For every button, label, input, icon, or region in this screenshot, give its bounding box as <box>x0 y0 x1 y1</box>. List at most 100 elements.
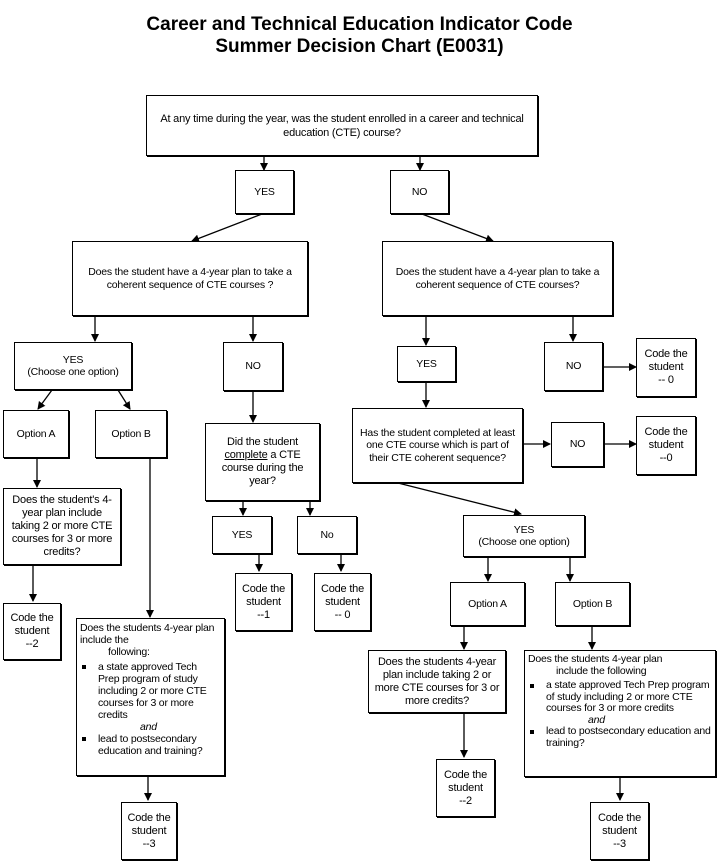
option-b-and: and <box>588 713 605 726</box>
root-question-box: At any time during the year, was the stu… <box>146 95 538 156</box>
root-yes-label: YES <box>254 185 275 198</box>
arrow-yes-to-option-b <box>117 389 131 410</box>
chart-title-line2: Summer Decision Chart (E0031) <box>215 36 504 57</box>
code-line1: Code the <box>644 426 688 438</box>
left-plan-question-text: Does the student have a 4-year plan to t… <box>88 266 292 291</box>
left-plan-yes-label: YES <box>62 353 84 366</box>
left-plan-question-box: Does the student have a 4-year plan to t… <box>72 241 308 316</box>
right-code-3-box: Code the student --3 <box>590 802 649 860</box>
left-plan-yes-box: YES (Choose one option) <box>14 342 132 390</box>
completed-question-text: Has the student completed at least one C… <box>360 426 515 464</box>
complete-yes-box: YES <box>212 516 272 554</box>
code-line2: student <box>14 625 50 637</box>
right-plan-no-code-box: Code the student -- 0 <box>636 338 696 397</box>
option-b-intro2: include the following <box>556 664 647 677</box>
complete-question-text: Did the student complete a CTE course du… <box>210 436 315 488</box>
code-line2: student <box>648 439 684 451</box>
option-b-bullet-2: lead to postsecondary education and trai… <box>528 725 712 749</box>
bullet-icon <box>82 665 86 669</box>
root-yes-box: YES <box>235 170 294 214</box>
left-option-a-label: Option A <box>16 427 56 440</box>
right-yes-choose-sublabel: (Choose one option) <box>478 536 570 548</box>
right-plan-question-text: Does the student have a 4-year plan to t… <box>395 266 600 291</box>
arrow-completed-to-yes <box>397 482 522 517</box>
code-value: -- 0 <box>334 608 351 621</box>
code-0-complete-no-box: Code the student -- 0 <box>314 573 371 631</box>
right-plan-yes-box: YES <box>397 346 456 382</box>
arrow-no-to-plan <box>421 213 494 243</box>
code-value: --1 <box>257 608 270 621</box>
complete-question-box: Did the student complete a CTE course du… <box>205 423 320 501</box>
complete-no-box: No <box>297 516 357 554</box>
code-line2: student <box>131 824 167 837</box>
right-option-a-question-box: Does the students 4-year plan include ta… <box>368 650 506 713</box>
option-b-bullet-1-text: a state approved Tech Prep program of st… <box>546 679 710 714</box>
code-value: --3 <box>142 837 156 850</box>
left-code-3-box: Code the student --3 <box>121 802 177 860</box>
arrow-yes-to-option-a <box>37 389 53 410</box>
chart-title-line1: Career and Technical Education Indicator… <box>146 14 573 35</box>
completed-no-label: NO <box>569 438 586 451</box>
left-option-a-question-text: Does the student's 4- year plan include … <box>11 494 113 558</box>
left-plan-yes-sublabel: (Choose one option) <box>27 366 119 378</box>
code-line2: student <box>325 595 360 608</box>
option-b-bullet-1-text: a state approved Tech Prep program of st… <box>98 661 207 721</box>
right-yes-choose-box: YES (Choose one option) <box>463 515 585 557</box>
completed-no-box: NO <box>551 422 604 467</box>
code-line2: student <box>246 595 281 608</box>
left-option-b-label: Option B <box>111 427 151 440</box>
left-option-a-question-box: Does the student's 4- year plan include … <box>3 488 121 565</box>
right-plan-no-box: NO <box>544 342 603 391</box>
right-plan-question-box: Does the student have a 4-year plan to t… <box>382 241 613 316</box>
option-b-bullet-2-text: lead to postsecondary education and trai… <box>98 733 203 757</box>
option-b-bullet-1: a state approved Tech Prep program of st… <box>80 661 221 721</box>
code-value: -- 0 <box>658 374 674 386</box>
code-1-box: Code the student --1 <box>235 573 292 631</box>
right-option-a-label: Option A <box>468 597 507 610</box>
right-option-b-label: Option B <box>572 597 613 610</box>
code-line1: Code the <box>443 768 488 781</box>
complete-yes-label: YES <box>231 528 253 541</box>
right-option-a-box: Option A <box>450 582 525 626</box>
right-code-2-box: Code the student --2 <box>436 759 495 817</box>
code-line1: Code the <box>644 348 688 360</box>
code-line1: Code the <box>597 811 642 824</box>
complete-no-label: No <box>320 528 334 541</box>
right-option-b-box: Option B <box>555 582 630 626</box>
bullet-icon <box>530 730 534 734</box>
arrow-yes-to-plan <box>191 213 263 243</box>
left-code-2-box: Code the student --2 <box>3 603 61 660</box>
right-plan-no-label: NO <box>565 360 582 373</box>
code-line2: student <box>648 361 684 373</box>
complete-question-post: a CTE course during the year? <box>221 449 304 487</box>
left-plan-no-box: NO <box>223 342 283 391</box>
code-line2: student <box>602 824 637 837</box>
root-no-box: NO <box>390 170 449 214</box>
code-line1: Code the <box>241 582 286 595</box>
option-b-bullet-1: a state approved Tech Prep program of st… <box>528 679 712 715</box>
code-line2: student <box>448 781 483 794</box>
option-b-intro: Does the students 4-year plan include th… <box>80 622 215 646</box>
complete-question-underlined: complete <box>224 449 268 461</box>
code-value: --0 <box>659 452 673 464</box>
left-option-a-box: Option A <box>3 410 69 458</box>
completed-question-box: Has the student completed at least one C… <box>352 408 523 483</box>
right-plan-yes-label: YES <box>416 357 437 370</box>
bullet-icon <box>82 737 86 741</box>
code-value: --3 <box>613 837 626 850</box>
code-line1: Code the <box>10 612 54 624</box>
left-option-b-box: Option B <box>95 410 167 458</box>
left-option-b-question-box: Does the students 4-year plan include th… <box>76 618 225 776</box>
complete-question-pre: Did the student <box>227 436 298 448</box>
code-line1: Code the <box>127 811 171 824</box>
option-b-bullet-2-text: lead to postsecondary education and trai… <box>546 725 711 749</box>
code-value: --2 <box>459 794 472 807</box>
right-yes-choose-label: YES <box>513 523 535 536</box>
option-b-intro2: following: <box>108 646 150 658</box>
root-question-text: At any time during the year, was the stu… <box>160 112 524 139</box>
completed-no-code-box: Code the student --0 <box>636 416 696 475</box>
code-line1: Code the <box>320 582 365 595</box>
bullet-icon <box>530 684 534 688</box>
right-option-b-question-box: Does the students 4-year plan include th… <box>524 650 716 777</box>
